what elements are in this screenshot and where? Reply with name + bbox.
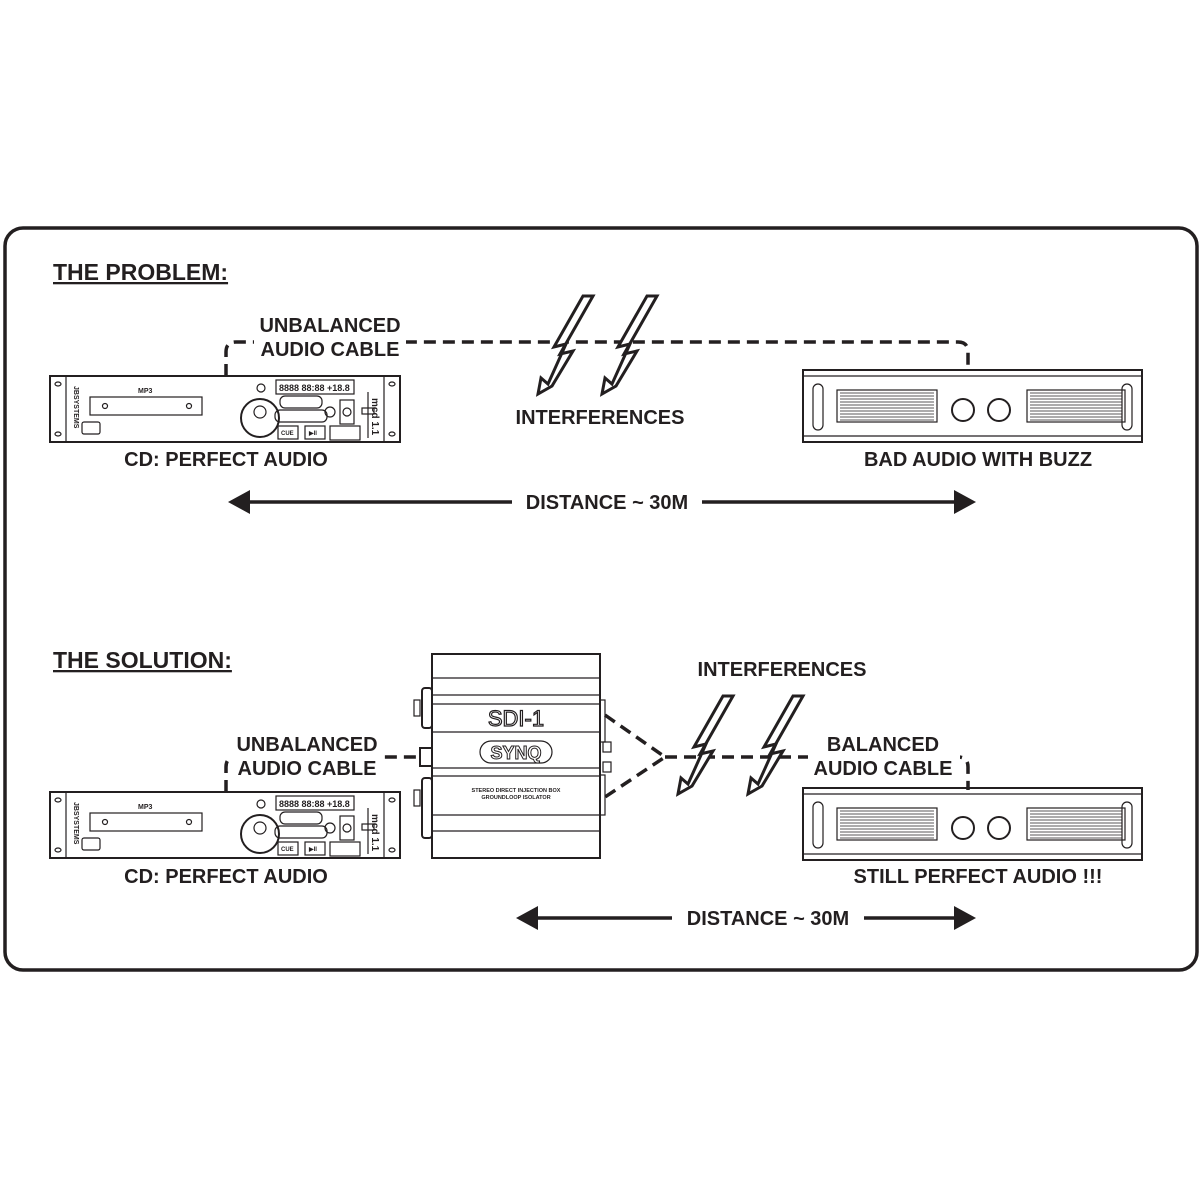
amplifier bbox=[802, 369, 1143, 443]
distance-label: DISTANCE ~ 30M bbox=[687, 908, 849, 930]
lightning-icon bbox=[600, 294, 659, 396]
solution-title: THE SOLUTION: bbox=[53, 647, 232, 673]
box-desc-line2: GROUNDLOOP ISOLATOR bbox=[481, 795, 550, 801]
play-pause-button: ▶II bbox=[308, 430, 317, 437]
distance-arrow: DISTANCE ~ 30M bbox=[228, 490, 976, 514]
lightning-icon bbox=[676, 694, 735, 796]
cd-format-label: MP3 bbox=[138, 388, 153, 395]
cd-player: JBSYSTEMS MP3 CUE ▶II mcd 1.1 bbox=[49, 791, 401, 859]
distance-label: DISTANCE ~ 30M bbox=[526, 492, 688, 514]
box-model: SDI-1 bbox=[488, 706, 544, 731]
cable-label-line2: AUDIO CABLE bbox=[261, 339, 400, 361]
lightning-icon bbox=[746, 694, 805, 796]
source-label: CD: PERFECT AUDIO bbox=[124, 449, 328, 471]
box-brand-logo: SYNQ bbox=[490, 743, 541, 763]
cue-button: CUE bbox=[281, 847, 294, 853]
dest-label: STILL PERFECT AUDIO !!! bbox=[854, 866, 1103, 888]
problem-section: THE PROBLEM: UNBALANCED AUDIO CABLE JBSY… bbox=[49, 259, 1143, 514]
lightning-icon bbox=[536, 294, 595, 396]
cable-label-line1: UNBALANCED bbox=[236, 734, 377, 756]
di-box: SDI-1 SYNQ STEREO DIRECT INJECTION BOX G… bbox=[413, 653, 612, 859]
distance-arrow: DISTANCE ~ 30M bbox=[516, 906, 976, 930]
box-desc-line1: STEREO DIRECT INJECTION BOX bbox=[472, 788, 561, 794]
cd-player: JBSYSTEMS MP3 CUE ▶II mcd 1.1 bbox=[49, 375, 401, 443]
cd-model-label: mcd 1.1 bbox=[369, 398, 380, 436]
solution-section: THE SOLUTION: UNBALANCED AUDIO CABLE JBS… bbox=[49, 647, 1143, 930]
play-pause-button: ▶II bbox=[308, 846, 317, 853]
cable-label-line2: AUDIO CABLE bbox=[238, 758, 377, 780]
cd-model-label: mcd 1.1 bbox=[369, 814, 380, 852]
balanced-label-line2: AUDIO CABLE bbox=[814, 758, 953, 780]
cable-label-line1: UNBALANCED bbox=[259, 315, 400, 337]
source-label: CD: PERFECT AUDIO bbox=[124, 866, 328, 888]
unbalanced-cable bbox=[224, 340, 970, 376]
dest-label: BAD AUDIO WITH BUZZ bbox=[864, 449, 1092, 471]
diagram-frame bbox=[3, 226, 1199, 972]
cd-format-label: MP3 bbox=[138, 804, 153, 811]
cd-brand-logo: JBSYSTEMS bbox=[72, 386, 79, 429]
balanced-label-line1: BALANCED bbox=[827, 734, 939, 756]
interferences-label: INTERFERENCES bbox=[516, 407, 685, 429]
amplifier bbox=[802, 787, 1143, 861]
cue-button: CUE bbox=[281, 431, 294, 437]
problem-title: THE PROBLEM: bbox=[53, 259, 228, 285]
interferences-label: INTERFERENCES bbox=[698, 659, 867, 681]
cd-brand-logo: JBSYSTEMS bbox=[72, 802, 79, 845]
